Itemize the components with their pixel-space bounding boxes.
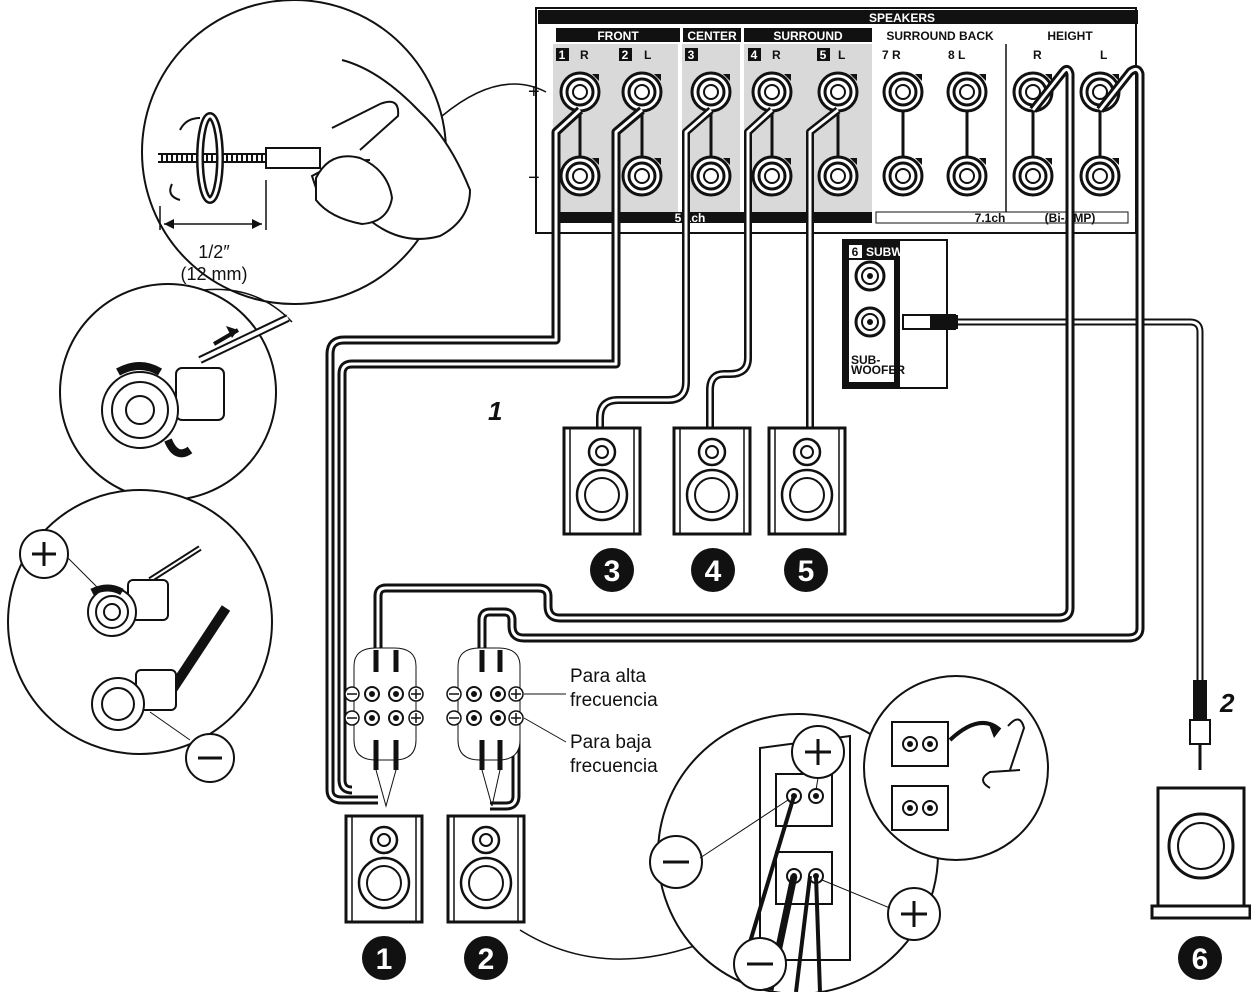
- front-header: FRONT: [597, 29, 639, 43]
- front-r-label: R: [580, 48, 589, 62]
- surround-l-number: 5: [820, 48, 827, 62]
- speaker-center: [562, 426, 642, 536]
- step-2-label: 2: [1219, 688, 1235, 718]
- subwoofer-number: 6: [852, 245, 859, 259]
- low-frequency-leader: [523, 717, 567, 743]
- subwoofer-unit: [1150, 786, 1251, 920]
- height-l-label: L: [1100, 48, 1107, 62]
- badge-3: 3: [590, 548, 634, 592]
- bar-7-1ch: 7.1ch: [975, 211, 1006, 225]
- jumper-removal-detail: [863, 675, 1049, 861]
- subwoofer-label: SUBWOOFER: [866, 245, 946, 259]
- svg-text:1: 1: [376, 943, 393, 976]
- badge-4: 4: [691, 548, 735, 592]
- strip-length-inches: 1/2″: [198, 242, 230, 262]
- center-header: CENTER: [687, 29, 737, 43]
- center-number: 3: [688, 48, 695, 62]
- panel-minus-sign: −: [528, 167, 540, 189]
- high-frequency-note-line1: Para alta: [570, 666, 646, 687]
- height-header: HEIGHT: [1047, 29, 1093, 43]
- biamp-terminal-plate-2: [446, 647, 524, 807]
- subwoofer-jack-label-2: WOOFER: [851, 363, 905, 377]
- surround-back-header: SURROUND BACK: [886, 29, 994, 43]
- speaker-front-left: [446, 814, 526, 924]
- surround-r-number: 4: [751, 48, 758, 62]
- speaker-front-right: [344, 814, 424, 924]
- surround-l-label: L: [838, 48, 845, 62]
- terminal-tighten-detail: [7, 489, 273, 783]
- svg-text:4: 4: [705, 555, 722, 588]
- badge-6: 6: [1178, 936, 1222, 980]
- speaker-surround-right: [672, 426, 752, 536]
- badge-5: 5: [784, 548, 828, 592]
- front-r-number: 1: [559, 48, 566, 62]
- badge-2: 2: [464, 936, 508, 980]
- subwoofer-cable: [902, 314, 1211, 770]
- height-r-label: R: [1033, 48, 1042, 62]
- svg-text:6: 6: [1192, 943, 1209, 976]
- panel-plus-sign: +: [528, 81, 540, 103]
- receiver-panel: SPEAKERS FRONT CENTER SURROUND SURROUND …: [528, 7, 1138, 234]
- step-1-label: 1: [488, 396, 502, 426]
- subwoofer-jack-panel: 6 SUBWOOFER SUB- WOOFER: [842, 239, 948, 389]
- speakers-header: SPEAKERS: [869, 11, 935, 25]
- surround-back-r-label: 7 R: [882, 48, 901, 62]
- wire-strip-detail: 1/2″ (12 mm): [141, 0, 547, 305]
- high-frequency-note-line2: frecuencia: [570, 690, 658, 711]
- low-frequency-note-line1: Para baja: [570, 732, 652, 753]
- surround-header: SURROUND: [773, 29, 843, 43]
- low-frequency-note-line2: frecuencia: [570, 756, 658, 777]
- surround-r-label: R: [772, 48, 781, 62]
- svg-text:5: 5: [798, 555, 815, 588]
- subwoofer-jack-label-1: SUB-: [851, 353, 880, 367]
- biamp-terminal-plate-1: [344, 647, 424, 808]
- svg-text:2: 2: [478, 943, 495, 976]
- surround-back-l-label: 8 L: [948, 48, 965, 62]
- terminal-insert-detail: [59, 283, 293, 501]
- front-l-number: 2: [622, 48, 629, 62]
- speaker-surround-left: [767, 426, 847, 536]
- strip-length-mm: (12 mm): [181, 264, 248, 284]
- svg-text:3: 3: [604, 555, 621, 588]
- badge-1: 1: [362, 936, 406, 980]
- front-l-label: L: [644, 48, 651, 62]
- speaker-cables: [325, 64, 1145, 811]
